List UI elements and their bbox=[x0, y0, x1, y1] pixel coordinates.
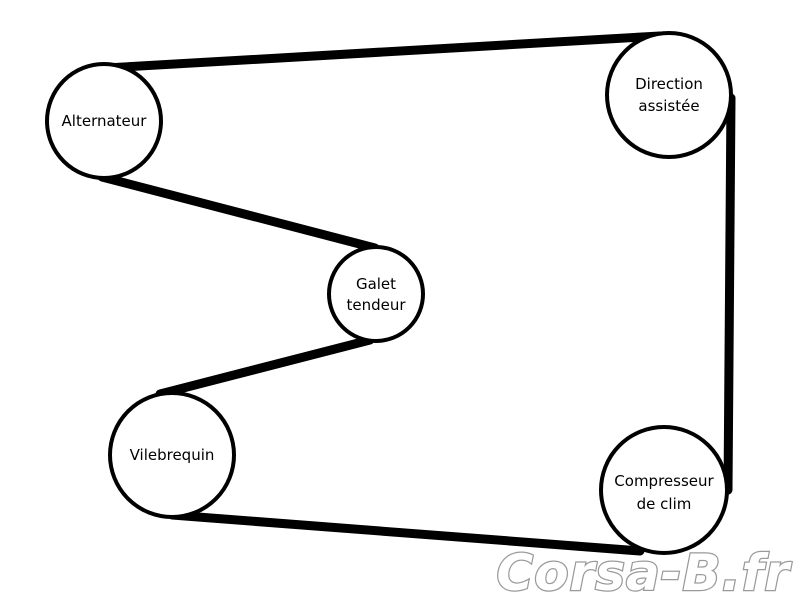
pulley-compresseur-de-clim-label-line-2: de clim bbox=[637, 495, 692, 513]
pulley-alternateur: Alternateur bbox=[45, 62, 163, 180]
pulley-alternateur-label: Alternateur bbox=[62, 112, 148, 130]
pulley-galet-tendeur: Galet tendeur bbox=[327, 245, 425, 343]
pulley-compresseur-de-clim-label-line-1: Compresseur bbox=[614, 472, 714, 490]
belt-segment-direction-compresseur bbox=[723, 93, 736, 495]
belt-segment-galet-alternateur bbox=[97, 172, 380, 253]
belt-segment-alternateur-direction bbox=[101, 31, 665, 73]
site-watermark: Corsa-B.fr bbox=[497, 544, 793, 600]
belt-segment-compresseur-vilebrequin bbox=[167, 510, 645, 556]
pulley-galet-tendeur-label-line-1: Galet bbox=[356, 275, 396, 293]
pulley-galet-tendeur-label-line-2: tendeur bbox=[346, 296, 406, 314]
belt-segment-vilebrequin-galet bbox=[155, 335, 375, 399]
pulley-compresseur-de-clim-circle bbox=[599, 425, 729, 555]
pulley-galet-tendeur-circle bbox=[327, 245, 425, 343]
pulley-direction-assistee-label-line-1: Direction bbox=[635, 75, 703, 93]
pulley-compresseur-de-clim: Compresseur de clim bbox=[599, 425, 729, 555]
pulley-vilebrequin: Vilebrequin bbox=[108, 391, 236, 519]
pulley-vilebrequin-circle bbox=[108, 391, 236, 519]
belt-segments bbox=[97, 31, 736, 556]
pulleys: Alternateur Direction assistée Galet ten… bbox=[45, 31, 733, 555]
pulley-direction-assistee-label-line-2: assistée bbox=[638, 97, 699, 115]
pulley-vilebrequin-label: Vilebrequin bbox=[130, 446, 215, 464]
pulley-direction-assistee-circle bbox=[605, 31, 733, 159]
pulley-alternateur-circle bbox=[45, 62, 163, 180]
pulley-direction-assistee: Direction assistée bbox=[605, 31, 733, 159]
